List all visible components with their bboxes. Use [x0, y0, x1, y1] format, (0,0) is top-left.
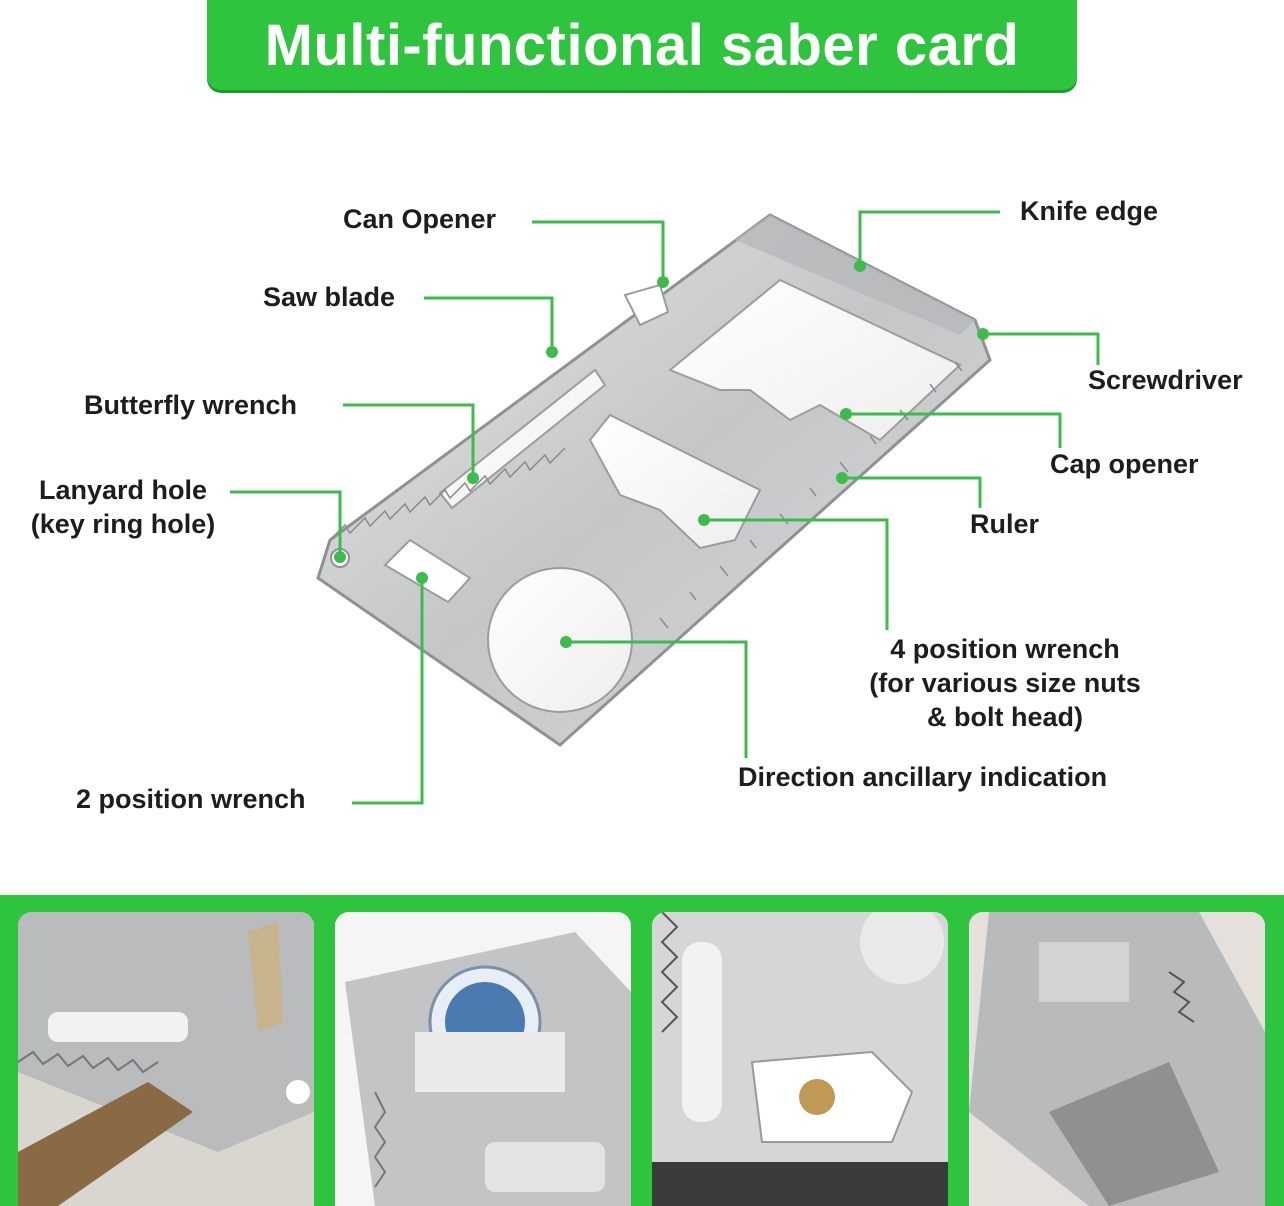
label-direction-ancillary: Direction ancillary indication: [738, 762, 1108, 792]
four-position-wrench-cutout: [588, 413, 762, 550]
saber-card-diagram: [230, 210, 1100, 805]
leader-cap-opener: [846, 412, 1062, 448]
can-opener-notch: [623, 283, 670, 327]
label-ruler: Ruler: [970, 509, 1040, 539]
leader-lanyard-hole: [230, 490, 342, 557]
label-lanyard-hole-line1: Lanyard hole: [38, 475, 208, 505]
leader-knife-edge: [858, 210, 1000, 266]
label-lanyard-hole-line2: (key ring hole): [30, 509, 216, 539]
leader-direction: [566, 640, 748, 758]
leader-saw-blade: [424, 296, 554, 352]
leader-ruler: [842, 476, 982, 508]
leader-dots: [334, 260, 989, 648]
leader-can-opener: [532, 220, 665, 282]
photo-sawing-wood: [18, 912, 314, 1206]
direction-circle: [487, 567, 633, 713]
label-can-opener: Can Opener: [343, 204, 497, 234]
label-four-position-wrench-line2: (for various size nuts: [869, 668, 1141, 698]
two-position-wrench-cutout: [383, 538, 472, 604]
saw-teeth: [329, 447, 566, 541]
cap-opener-cutout: [668, 278, 962, 442]
knife-edge-bevel: [735, 215, 975, 335]
label-saw-blade: Saw blade: [263, 282, 396, 312]
leader-four-position-wrench: [704, 518, 889, 630]
photo-bottle-opening: [335, 912, 631, 1206]
page-title: Multi-functional saber card: [264, 12, 1020, 78]
label-knife-edge: Knife edge: [1020, 196, 1159, 226]
label-screwdriver: Screwdriver: [1088, 365, 1243, 395]
label-two-position-wrench: 2 position wrench: [76, 784, 306, 814]
butterfly-wrench-slot: [438, 368, 607, 510]
label-cap-opener: Cap opener: [1050, 449, 1199, 479]
leader-lines: [230, 210, 1100, 805]
photo-screw-driving: [652, 912, 948, 1206]
photo-wrench-use: [969, 912, 1265, 1206]
label-four-position-wrench: 4 position wrench (for various size nuts…: [840, 632, 1170, 734]
label-four-position-wrench-line3: & bolt head): [927, 702, 1083, 732]
leader-screwdriver: [983, 332, 1100, 365]
label-lanyard-hole: Lanyard hole (key ring hole): [16, 473, 230, 541]
label-butterfly-wrench: Butterfly wrench: [84, 390, 298, 420]
title-banner: Multi-functional saber card: [207, 0, 1077, 90]
leader-two-position-wrench: [352, 578, 424, 805]
label-four-position-wrench-line1: 4 position wrench: [890, 634, 1120, 664]
leader-butterfly-wrench: [343, 403, 475, 478]
